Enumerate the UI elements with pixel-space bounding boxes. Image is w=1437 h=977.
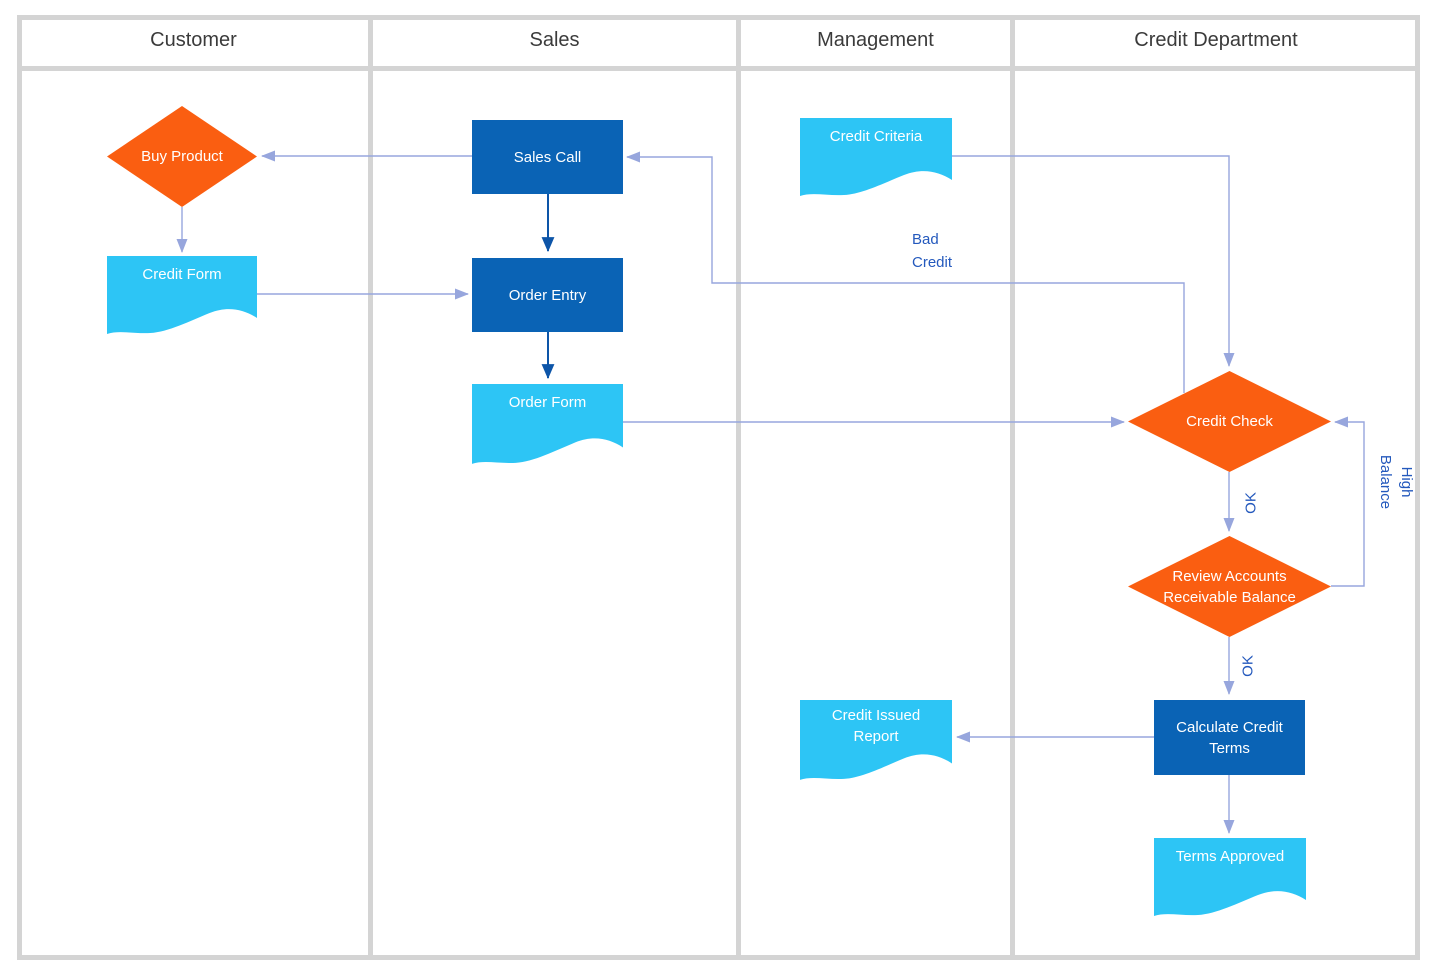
document-shape-icon xyxy=(472,384,623,464)
node-sales-call: Sales Call xyxy=(472,120,623,194)
document-shape-icon xyxy=(1154,838,1306,916)
document-shape-icon xyxy=(107,256,257,334)
node-label-terms-approved: Terms Approved xyxy=(1175,848,1285,865)
lane-title-credit-department: Credit Department xyxy=(1134,29,1298,51)
swimlane-frame xyxy=(17,15,1420,960)
node-label-sales-call: Sales Call xyxy=(513,148,582,166)
node-order-form: Order Form xyxy=(472,384,623,470)
edge-label-high-balance: High Balance xyxy=(1377,454,1415,510)
node-label-calculate-credit-terms: Calculate Credit Terms xyxy=(1176,718,1283,757)
node-label-order-entry: Order Entry xyxy=(508,286,587,304)
document-shape-icon xyxy=(800,700,952,780)
node-label-credit-criteria: Credit Criteria xyxy=(829,128,923,145)
edge-label-bad-credit: Bad Credit xyxy=(912,231,953,271)
node-credit-criteria: Credit Criteria xyxy=(800,118,952,202)
edge-label-ok-credit-check: OK xyxy=(1242,492,1260,514)
node-label-credit-check: Credit Check xyxy=(1186,413,1273,430)
node-label-credit-issued-report: Credit Issued Report xyxy=(831,707,921,745)
edge-credit-check-bad-credit-to-sales-call xyxy=(626,151,1185,393)
node-credit-form: Credit Form xyxy=(107,256,257,340)
node-calculate-credit-terms: Calculate Credit Terms xyxy=(1154,700,1305,775)
edge-label-ok-review: OK xyxy=(1239,655,1257,677)
node-credit-issued-report: Credit Issued Report xyxy=(800,700,952,786)
lane-title-management: Management xyxy=(817,29,934,51)
lane-title-sales: Sales xyxy=(529,29,580,51)
edge-credit-criteria-to-credit-check xyxy=(952,155,1235,367)
header-separator xyxy=(17,66,1420,71)
node-order-entry: Order Entry xyxy=(472,258,623,332)
document-shape-icon xyxy=(800,118,952,196)
node-label-review-ar-balance: Review Accounts Receivable Balance xyxy=(1163,567,1296,606)
lane-divider-3 xyxy=(1010,15,1015,960)
node-label-order-form: Order Form xyxy=(508,394,587,411)
lane-title-customer: Customer xyxy=(150,29,237,51)
node-label-credit-form: Credit Form xyxy=(142,266,222,283)
lane-divider-1 xyxy=(368,15,373,960)
node-terms-approved: Terms Approved xyxy=(1154,838,1306,922)
node-label-buy-product: Buy Product xyxy=(141,148,223,165)
edge-review-high-balance-to-credit-check xyxy=(1331,416,1365,587)
lane-divider-2 xyxy=(736,15,741,960)
